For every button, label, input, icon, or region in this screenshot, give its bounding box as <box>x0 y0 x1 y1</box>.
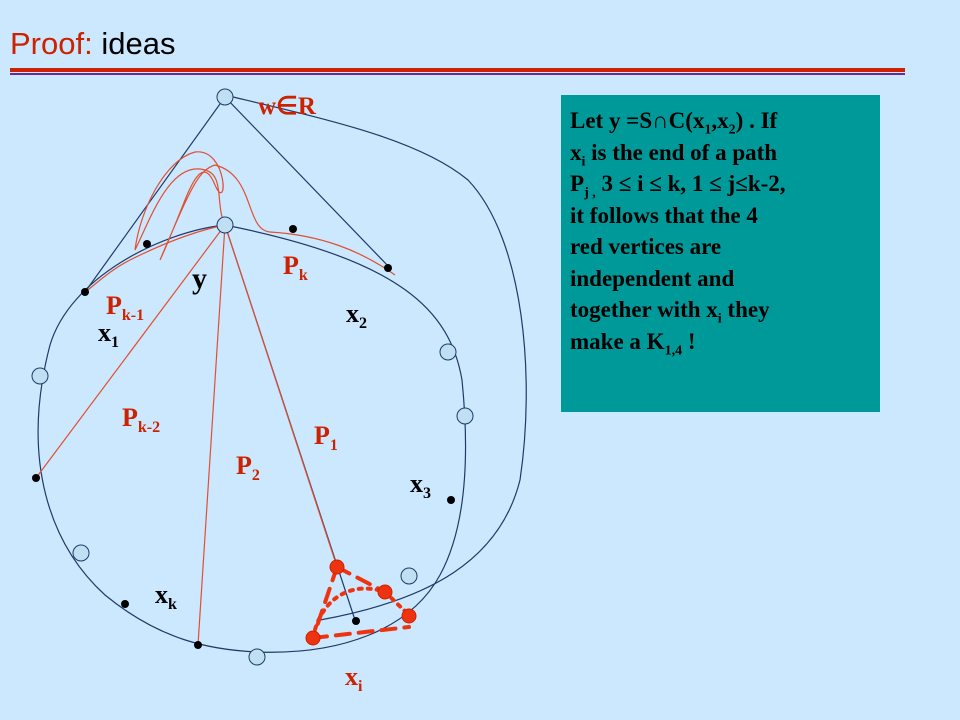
dot-left-mid <box>32 474 40 482</box>
label-p2: P2 <box>236 451 260 485</box>
w-left-edge <box>84 96 226 293</box>
dot-bottom-mid <box>194 641 202 649</box>
title-underline-purple <box>10 73 905 75</box>
cycle-c <box>37 224 467 653</box>
dot-top-left <box>143 240 151 248</box>
title-prefix: Proof: <box>10 26 93 61</box>
title-underline-red <box>10 68 905 72</box>
vertex-left-upper <box>31 367 49 385</box>
label-x1: x1 <box>98 318 119 352</box>
red-vertex-3 <box>401 608 417 624</box>
text-line-4: it follows that the 4 <box>570 202 758 228</box>
w-right-edge <box>224 96 391 269</box>
text-line-8: make a K1,4 ! <box>570 328 696 359</box>
text-line-2: xi is the end of a path <box>570 139 778 170</box>
path-top-loop <box>134 151 396 276</box>
path-pk-1 <box>84 224 226 293</box>
label-xk: xk <box>155 580 177 614</box>
text-line-3: Pj , 3 ≤ i ≤ k, 1 ≤ j≤k-2, <box>570 171 786 201</box>
label-pk-1: Pk-1 <box>106 291 145 325</box>
vertex-x2-side <box>439 343 457 361</box>
path-pk-2 <box>35 224 226 479</box>
vertex-y <box>216 216 234 234</box>
red-vertex-1 <box>329 559 345 575</box>
label-p1: P1 <box>314 421 338 455</box>
text-line-7: together with xi they <box>570 297 770 327</box>
vertex-right-mid <box>456 407 474 425</box>
dot-top-right <box>289 225 297 233</box>
dot-right-x3 <box>447 496 455 504</box>
text-line-6: independent and <box>570 265 735 291</box>
label-x3: x3 <box>410 469 431 503</box>
path-pk <box>224 224 338 568</box>
text-line-5: red vertices are <box>570 234 722 259</box>
text-line-1: Let y =S∩C(x1,x2) . If <box>570 108 778 138</box>
dashed-edge-b <box>311 625 411 640</box>
dot-bottom-left <box>121 600 129 608</box>
dot-left-top <box>81 288 89 296</box>
label-w-in-r: w∈R <box>258 93 316 120</box>
vertex-bottom <box>248 648 266 666</box>
label-pk-2: Pk-2 <box>122 403 161 437</box>
title-rest: ideas <box>101 26 176 61</box>
vertex-left-lower <box>72 544 90 562</box>
page-title: Proof: ideas <box>10 24 175 64</box>
label-x2: x2 <box>346 299 367 333</box>
vertex-w <box>216 88 234 106</box>
vertex-right-lower <box>400 567 418 585</box>
red-vertex-xi <box>305 630 321 646</box>
dot-right-top <box>384 264 392 272</box>
dashed-edge-a <box>311 565 339 640</box>
path-p2 <box>197 224 226 646</box>
label-xi: xi <box>345 662 363 696</box>
label-y: y <box>192 262 207 295</box>
red-vertex-2 <box>377 584 393 600</box>
explanation-box: Let y =S∩C(x1,x2) . If xi is the end of … <box>561 95 880 412</box>
dot-bottom-right <box>352 617 360 625</box>
dotted-edge-a <box>311 586 387 640</box>
w-outer-path <box>232 96 527 621</box>
label-pk: Pk <box>283 251 308 285</box>
